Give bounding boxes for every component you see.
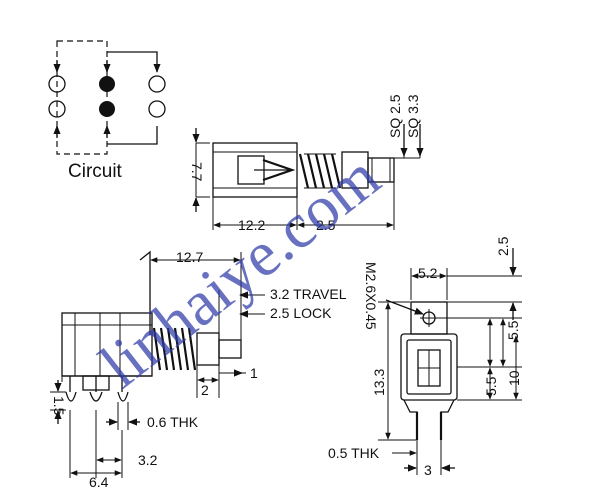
end-terminals <box>403 399 455 438</box>
pin-span-dim: 6.4 <box>89 474 109 490</box>
circuit-dashed-link <box>56 40 108 155</box>
front-pins <box>65 375 129 402</box>
upper-height-dim: 5.5 <box>505 320 521 340</box>
terminal-open <box>48 100 66 118</box>
switch-body <box>212 142 298 198</box>
stem <box>367 157 395 183</box>
gap-2-dim: 2 <box>201 382 209 398</box>
end-view: 5.2 2.5 5.5 5.5 10 13.3 M2.6X0.45 0.5 TH… <box>328 236 522 478</box>
travel-dim: 3.2 TRAVEL <box>270 286 347 302</box>
thread-dim: M2.6X0.45 <box>363 262 379 330</box>
top-offset-dim: 2.5 <box>495 236 511 256</box>
terminal-closed <box>99 76 115 92</box>
lock-dim: 2.5 LOCK <box>270 305 332 321</box>
pin-thickness-dim: 0.5 THK <box>328 445 380 461</box>
stem-length-dim: 2.5 <box>316 217 336 233</box>
terminal-closed <box>99 101 115 117</box>
terminal-open <box>148 100 166 118</box>
thickness-dim: 0.6 THK <box>147 414 199 430</box>
watermark-text: linhaiye.com <box>87 140 393 401</box>
sq-large-dim: SQ 3.3 <box>405 94 421 138</box>
top-width-dim: 5.2 <box>418 265 438 281</box>
circuit-label: Circuit <box>68 161 123 182</box>
front-spring <box>152 327 197 371</box>
terminal-open <box>48 75 66 93</box>
pin-pitch-dim: 3.2 <box>138 452 158 468</box>
height-dim: 7.7 <box>189 162 205 182</box>
overall-length-dim: 12.7 <box>176 249 203 265</box>
body-height-dim: 13.3 <box>371 369 387 396</box>
pin-length-dim: 1.5 <box>51 396 67 416</box>
circuit-bottom-wire <box>107 126 158 145</box>
body-length-dim: 12.2 <box>238 217 265 233</box>
side-view: 7.7 12.2 2.5 SQ 2.5 SQ 3.3 <box>189 94 424 233</box>
gap-1-dim: 1 <box>250 365 258 381</box>
spring <box>298 153 342 189</box>
circuit-top-wire <box>107 51 158 70</box>
pin-gap-dim: 3 <box>424 462 432 478</box>
total-height-dim: 10 <box>506 370 522 386</box>
front-view: 12.7 3.2 TRAVEL 2.5 LOCK 2 1 1.5 0.6 THK… <box>50 249 347 490</box>
front-stem <box>218 339 242 359</box>
sq-small-dim: SQ 2.5 <box>387 94 403 138</box>
circuit-schematic: Circuit <box>48 40 166 182</box>
terminal-open <box>148 75 166 93</box>
lower-height-dim: 5.5 <box>483 376 499 396</box>
